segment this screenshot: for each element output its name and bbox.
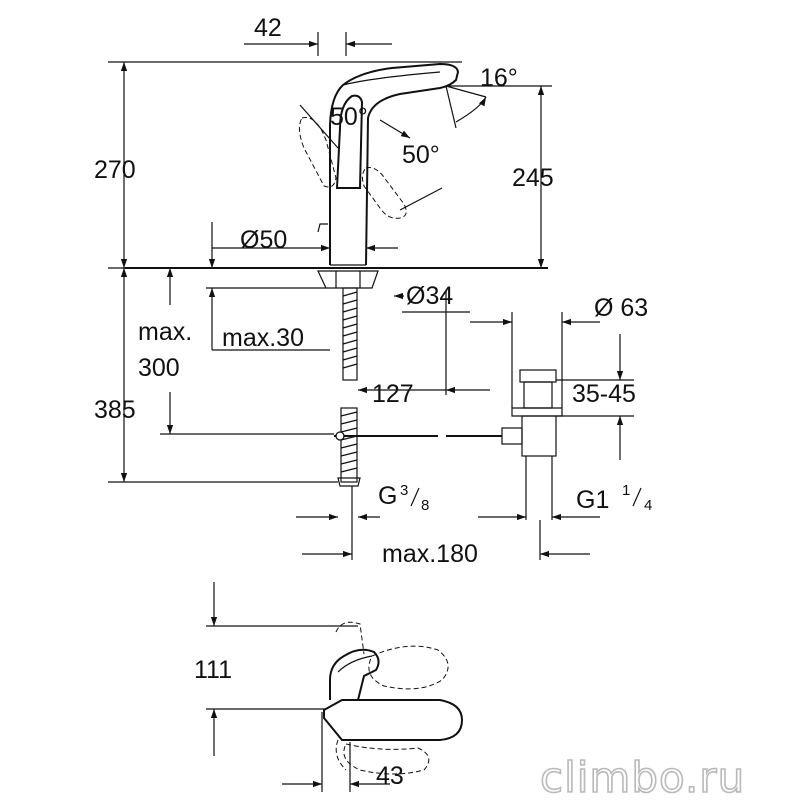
dim-supply-thread-num: 3 xyxy=(400,482,408,499)
dim-base-diameter: Ø50 xyxy=(240,226,287,254)
dim-total-height: 270 xyxy=(94,156,136,184)
dim-supply-thread-main: G xyxy=(378,482,397,510)
dim-42: 42 xyxy=(254,14,282,42)
dim-below-deck: 385 xyxy=(94,396,136,424)
dim-waste-thread-main: G1 xyxy=(576,486,609,514)
dim-waste-thread-num: 1 xyxy=(622,482,630,499)
dim-top-view-height: 111 xyxy=(194,656,232,684)
dim-waste-thread-den: 4 xyxy=(644,497,652,514)
dim-max-180: max.180 xyxy=(382,540,478,568)
dimension-lines xyxy=(108,32,634,560)
dim-top-view-width: 43 xyxy=(376,762,404,790)
dim-supply-thread-den: 8 xyxy=(421,497,429,514)
dim-lever-angle-left: 50° xyxy=(330,103,368,131)
dim-hole-diameter: Ø34 xyxy=(406,282,453,310)
dim-projection: 127 xyxy=(372,380,414,408)
waste-assembly xyxy=(334,369,563,520)
dim-waste-diameter: Ø 63 xyxy=(594,294,648,322)
watermark: climbo.ru xyxy=(540,753,745,802)
faucet-top-view xyxy=(206,582,464,792)
dim-max-300-line2: 300 xyxy=(138,354,180,382)
dim-max-300-line1: max. xyxy=(138,318,192,346)
dim-spout-angle: 16° xyxy=(480,64,518,92)
dim-deck-thickness: max.30 xyxy=(222,324,304,352)
faucet-side-view xyxy=(125,62,548,487)
dim-plug-height: 35-45 xyxy=(572,380,636,408)
dim-spout-height: 245 xyxy=(512,164,554,192)
dim-lever-angle-right: 50° xyxy=(402,141,440,169)
